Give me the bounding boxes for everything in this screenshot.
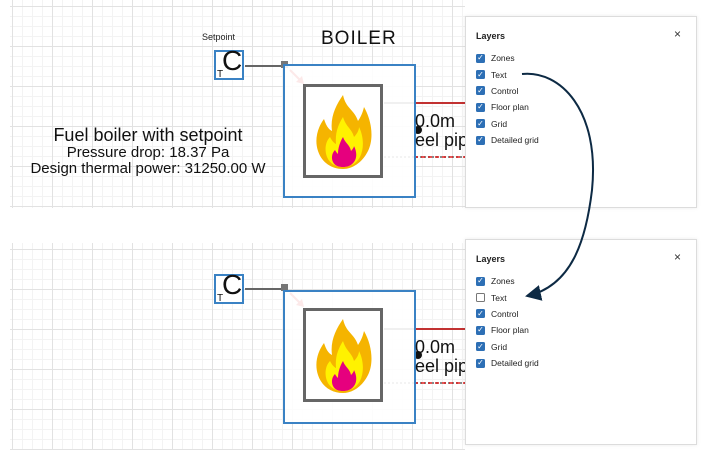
close-icon[interactable]: × <box>673 250 681 264</box>
layer-label: Zones <box>491 53 515 64</box>
pipe-length-text: 0.0m <box>415 111 456 131</box>
layer-item-control[interactable]: ✓ Control <box>476 306 539 322</box>
setpoint-block[interactable]: C T <box>214 269 244 304</box>
layer-label: Floor plan <box>491 325 529 336</box>
layer-label: Control <box>491 85 519 96</box>
layer-item-zones[interactable]: ✓ Zones <box>476 50 539 66</box>
layer-label: Text <box>491 292 507 303</box>
checkbox-grid[interactable]: ✓ <box>476 341 485 352</box>
annotation-pressure-drop: Pressure drop: 18.37 Pa <box>66 143 230 161</box>
layer-item-detailed-grid[interactable]: ✓ Detailed grid <box>476 355 539 371</box>
checkbox-text[interactable] <box>476 293 485 303</box>
pipe-length-text: 0.0m <box>415 337 456 357</box>
setpoint-subscript: T <box>217 293 224 304</box>
flame-icon <box>316 95 372 169</box>
checkbox-control[interactable]: ✓ <box>476 308 485 319</box>
layers-list: ✓ Zones Text ✓ Control ✓ Floor plan ✓ Grid ✓… <box>476 273 539 371</box>
layer-label: Grid <box>491 118 508 129</box>
checkbox-text[interactable]: ✓ <box>476 69 485 80</box>
pipe-label: 0.0m eel pip <box>415 112 465 150</box>
bottom-panel: C T 0.0m <box>0 225 703 450</box>
setpoint-block[interactable]: C T <box>214 45 244 80</box>
checkbox-detailed-grid[interactable]: ✓ <box>476 135 485 145</box>
checkbox-grid[interactable]: ✓ <box>476 118 485 129</box>
layers-panel-bottom: Layers × ✓ Zones Text ✓ Control ✓ Floor pla… <box>465 239 697 445</box>
setpoint-subscript: T <box>217 69 224 80</box>
boiler-annotation: Fuel boiler with setpoint Pressure drop:… <box>18 126 278 176</box>
layer-label: Floor plan <box>491 102 529 113</box>
layers-title: Layers <box>476 31 506 41</box>
layer-label: Detailed grid <box>491 135 539 146</box>
boiler-body <box>303 84 383 178</box>
layer-item-text[interactable]: Text <box>476 289 539 305</box>
setpoint-letter: C <box>222 269 243 300</box>
setpoint-letter: C <box>222 45 243 76</box>
layer-label: Control <box>491 308 519 319</box>
layer-item-floor-plan[interactable]: ✓ Floor plan <box>476 99 539 115</box>
layer-item-grid[interactable]: ✓ Grid <box>476 116 539 132</box>
setpoint-label: Setpoint <box>202 32 236 42</box>
pipe-node[interactable] <box>414 351 422 359</box>
control-port[interactable] <box>281 284 288 291</box>
close-icon[interactable]: × <box>673 27 681 41</box>
layer-label: Text <box>491 69 507 80</box>
annotation-thermal-power: Design thermal power: 31250.00 W <box>30 159 266 177</box>
boiler-block[interactable] <box>283 64 416 198</box>
layer-label: Zones <box>491 276 515 287</box>
layer-label: Detailed grid <box>491 358 539 369</box>
boiler-title: BOILER <box>321 28 397 49</box>
checkbox-floor-plan[interactable]: ✓ <box>476 325 485 335</box>
layer-item-floor-plan[interactable]: ✓ Floor plan <box>476 322 539 338</box>
pipe-label: 0.0m eel pip <box>415 338 465 376</box>
pipe-node[interactable] <box>414 126 422 134</box>
annotation-title: Fuel boiler with setpoint <box>53 125 243 145</box>
flame-icon <box>316 319 372 393</box>
model-canvas-top[interactable]: Setpoint BOILER C T <box>10 0 465 208</box>
layer-item-grid[interactable]: ✓ Grid <box>476 339 539 355</box>
layers-list: ✓Zones ✓Text ✓Control ✓Floor plan ✓Grid … <box>476 50 539 148</box>
checkbox-floor-plan[interactable]: ✓ <box>476 102 485 112</box>
top-panel: Setpoint BOILER C T <box>10 0 697 208</box>
pipe-material-text: eel pip <box>415 355 465 376</box>
layer-label: Grid <box>491 341 508 352</box>
layer-item-control[interactable]: ✓ Control <box>476 83 539 99</box>
layer-item-detailed-grid[interactable]: ✓ Detailed grid <box>476 132 539 148</box>
layers-panel-top: Layers × ✓ Zones ✓ Text ✓ Control ✓ Floor pl… <box>465 16 697 208</box>
checkbox-zones[interactable]: ✓ <box>476 53 485 63</box>
pipe-material-text: eel pip <box>415 129 465 150</box>
boiler-block[interactable] <box>283 290 416 424</box>
layer-item-text[interactable]: ✓ Text <box>476 66 539 82</box>
boiler-body <box>303 308 383 402</box>
checkbox-control[interactable]: ✓ <box>476 85 485 96</box>
layer-item-zones[interactable]: ✓ Zones <box>476 273 539 289</box>
checkbox-zones[interactable]: ✓ <box>476 276 485 286</box>
model-canvas-bottom[interactable]: C T 0.0m <box>10 243 465 450</box>
layers-title: Layers <box>476 254 506 264</box>
checkbox-detailed-grid[interactable]: ✓ <box>476 358 485 368</box>
